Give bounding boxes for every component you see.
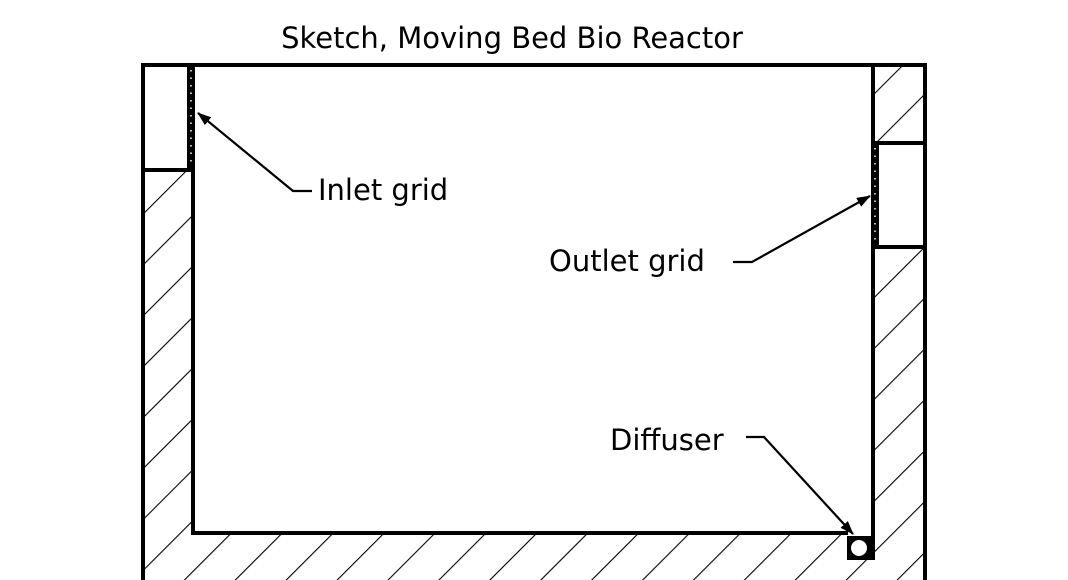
reactor-outline (141, 63, 927, 580)
inlet-leader (197, 112, 312, 193)
outlet-grid (871, 145, 879, 245)
diffuser-label: Diffuser (610, 423, 724, 457)
reactor-walls (143, 65, 925, 580)
floor-hatch (193, 533, 873, 580)
diffuser-leader (746, 435, 854, 535)
outlet-grid-label: Outlet grid (549, 244, 705, 278)
left-wall-hatch (143, 170, 193, 580)
right-wall-top-hatch (873, 65, 925, 143)
outlet-leader (733, 195, 871, 264)
inlet-grid (187, 67, 195, 168)
diagram-title: Sketch, Moving Bed Bio Reactor (281, 21, 743, 55)
right-wall-bottom-hatch (873, 247, 925, 580)
leader-lines (197, 112, 871, 535)
diffuser-icon (847, 536, 873, 560)
inlet-grid-label: Inlet grid (318, 173, 448, 207)
